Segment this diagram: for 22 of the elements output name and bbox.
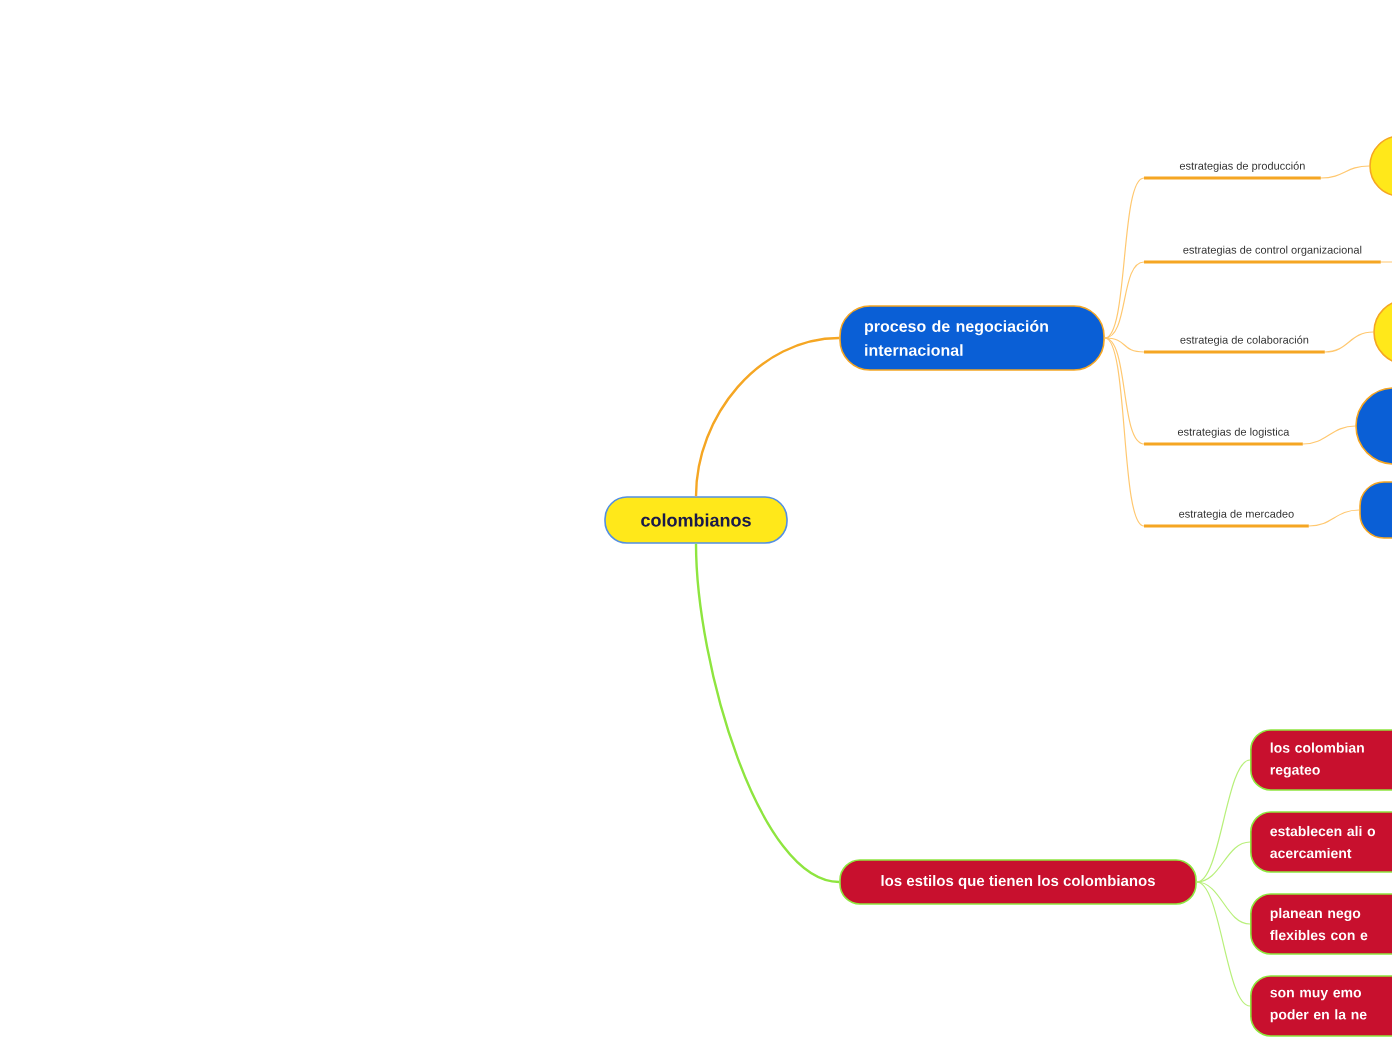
- connector: [1380, 261, 1392, 263]
- connector: [694, 336, 840, 497]
- connector: [1104, 337, 1145, 445]
- topic-box: [1359, 481, 1392, 539]
- connector: [1324, 331, 1374, 353]
- topic-circle: [1369, 135, 1392, 197]
- connector: [694, 543, 840, 884]
- topic-circle: [1373, 299, 1392, 365]
- connector: [1104, 337, 1145, 353]
- connector: [1302, 425, 1356, 445]
- connector: [1104, 177, 1145, 339]
- connector: [1104, 261, 1145, 339]
- topic-circle: [1355, 387, 1392, 465]
- connector: [1104, 337, 1145, 527]
- connector: [1196, 841, 1251, 883]
- connector: [1196, 881, 1251, 925]
- connector: [1308, 509, 1360, 527]
- topic-box: proceso de negociación internacional: [839, 305, 1105, 371]
- connector: [1196, 881, 1251, 1007]
- connector: [1320, 165, 1370, 179]
- connector: [1196, 759, 1251, 883]
- central-topic: colombianos: [604, 496, 788, 544]
